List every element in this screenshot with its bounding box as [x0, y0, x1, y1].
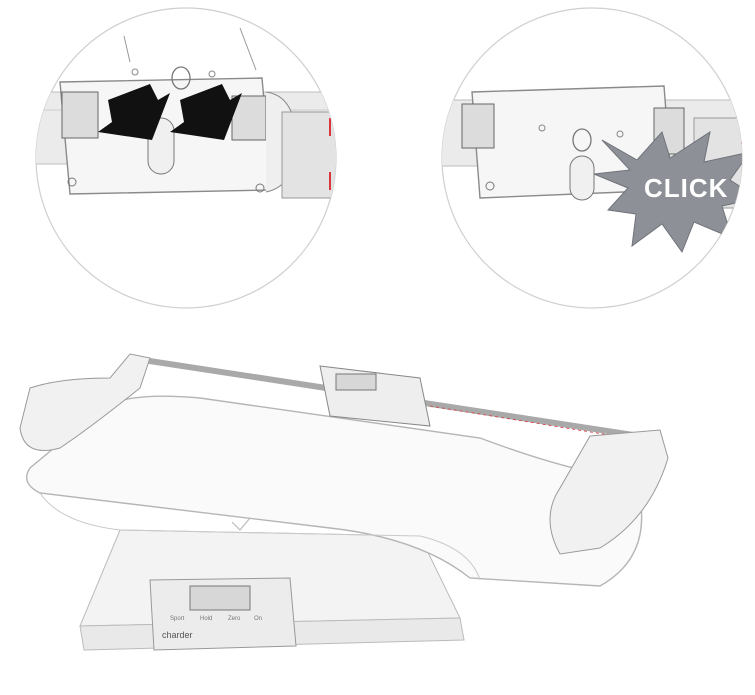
base-display-housing — [149, 577, 297, 651]
button-label-1: Sport — [170, 616, 185, 622]
clamp-block-left-r — [461, 103, 495, 149]
head-board — [19, 353, 151, 451]
button-label-4: On — [254, 616, 262, 622]
button-label-2: Hold — [200, 616, 212, 622]
baby-scale-illustration: charder Sport Hold Zero On — [19, 353, 669, 651]
down-left-arrow-icon-2 — [170, 84, 242, 140]
foot-board — [549, 429, 669, 555]
scale-tray — [26, 395, 643, 587]
brand-label: charder — [162, 630, 193, 640]
click-label: CLICK — [644, 173, 728, 203]
down-left-arrow-icon — [98, 84, 170, 140]
button-label-3: Zero — [228, 616, 241, 622]
detail-right-illustration: CLICK — [441, 7, 743, 309]
locking-pin-right — [569, 155, 595, 201]
detail-left-illustration — [35, 7, 337, 309]
detail-left-panel — [0, 0, 370, 318]
slider-housing-left — [281, 111, 336, 199]
baby-scale-panel: charder Sport Hold Zero On — [0, 318, 755, 695]
clamp-block-left — [61, 91, 99, 139]
length-lcd-screen — [335, 373, 377, 391]
base-lcd-screen — [189, 585, 251, 611]
detail-right-panel: CLICK — [432, 0, 755, 318]
